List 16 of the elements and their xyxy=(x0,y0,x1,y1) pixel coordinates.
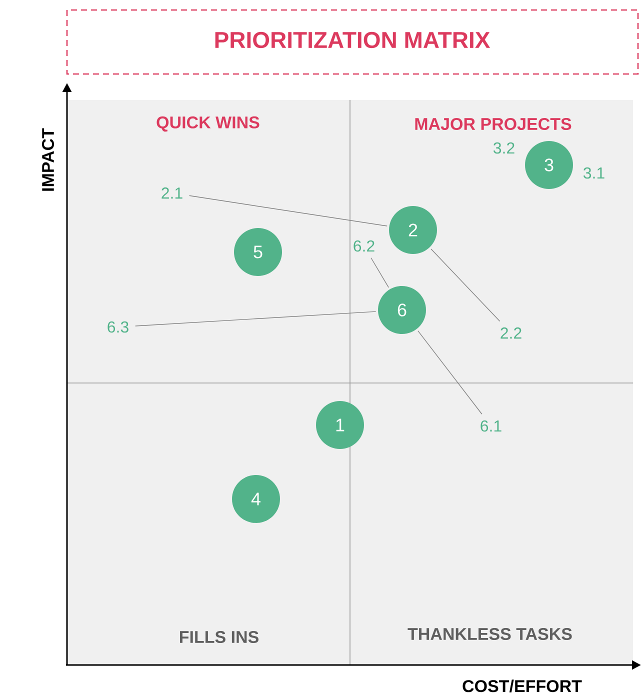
leader-line xyxy=(188,195,388,226)
axis-label: COST/EFFORT xyxy=(462,680,582,692)
leader-line xyxy=(370,258,389,288)
leader-line xyxy=(430,248,500,322)
leader-label: 2.1 xyxy=(162,187,182,199)
leader-label: 2.2 xyxy=(500,327,522,339)
leader-label: 6.1 xyxy=(480,420,502,432)
leader-label: 6.2 xyxy=(354,240,374,252)
title-box: PRIORITIZATION MATRIX xyxy=(66,9,639,75)
axis-label: IMPACT xyxy=(42,128,54,191)
leader-line xyxy=(418,330,482,414)
quadrant-label: QUICK WINS xyxy=(156,116,260,132)
quadrant-label: THANKLESS TASKS xyxy=(408,628,572,640)
leader-line xyxy=(134,311,376,326)
quadrant-label: FILLS INS xyxy=(180,630,258,644)
leader-label: 6.3 xyxy=(108,321,128,333)
